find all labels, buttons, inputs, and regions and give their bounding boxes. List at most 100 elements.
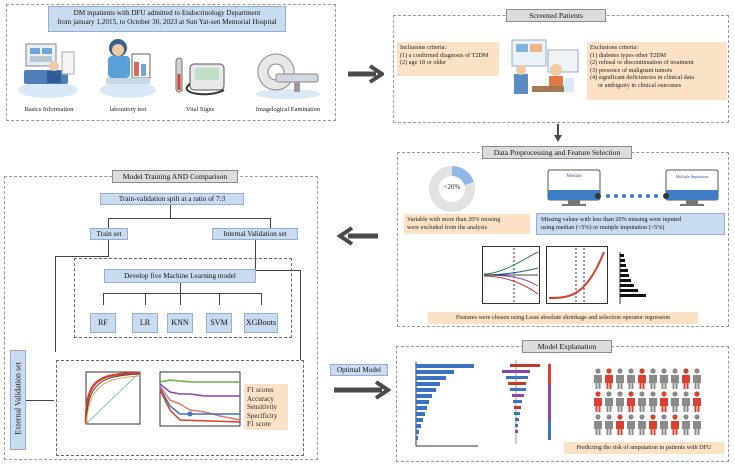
model-svm: SVM (206, 313, 232, 333)
model-xgboost: XGBoots (244, 313, 278, 333)
prediction-note: Predicting the risk of amputation in pat… (564, 442, 724, 454)
patient-figure-at-risk (627, 391, 635, 412)
note2-line1: Missing values with less than 20% missin… (541, 216, 682, 223)
patient-figure (693, 368, 701, 389)
exclusion-item: (4) significant deficiencies in clinical… (590, 74, 694, 82)
model-training-title: Model Training AND Comparison (112, 170, 238, 183)
label-imaging-examination: Imagelogical Eamination (255, 106, 321, 113)
median-monitor-label: Median (566, 174, 582, 179)
metric-sensitivity: Sensitivity (247, 403, 277, 412)
patient-risk-figures (594, 368, 701, 435)
imputation-monitor (665, 169, 719, 206)
donut-label: <20% (443, 183, 461, 191)
note2-line2: using median (<5%) or mutiple imputation… (541, 224, 665, 231)
patient-figure (693, 414, 701, 435)
arrow-right-bottom (334, 380, 392, 400)
model-knn: KNN (167, 313, 193, 333)
exclusion-item: or ambiguity in clinical outcomes (598, 81, 682, 89)
shap-beeswarm-plot (502, 360, 551, 444)
screening-illustration (511, 39, 579, 94)
cohort-title-line1: DM inpatients with DFU admitted to Endoc… (73, 9, 261, 17)
patient-figure-at-risk (616, 414, 624, 435)
patient-figure-at-risk (693, 391, 701, 412)
patient-figure-at-risk (671, 414, 679, 435)
patient-figure (649, 368, 657, 389)
split-box: Train-validation spilt at a ratio of 7:3 (100, 193, 244, 205)
patient-figure (605, 391, 613, 412)
arrow-down (554, 124, 562, 142)
patient-figure-at-risk (649, 414, 657, 435)
missing-exclusion-note: Variable with more than 20% missing were… (404, 214, 530, 234)
patient-figure (594, 414, 602, 435)
patient-figure (660, 368, 668, 389)
inclusion-title: Inclusions criteria: (400, 44, 447, 51)
feature-importance-plot (619, 252, 646, 304)
note1-line2: were excluded from the analysis (407, 223, 488, 231)
train-set-box: Train set (90, 228, 128, 240)
patient-figure (638, 391, 646, 412)
data-source-panel (6, 4, 336, 121)
label-vital-signs: Vital Signs (185, 106, 215, 113)
imaging-illustration (256, 53, 320, 99)
metric-accuracy: Accuracy (247, 394, 274, 403)
metrics-legend: F1 scores Accuracy Sensitivity Specifici… (244, 384, 288, 430)
ml-models-panel (74, 258, 292, 338)
arrow-left-middle (336, 226, 378, 246)
patient-figure-at-risk (638, 368, 646, 389)
patient-figure (638, 414, 646, 435)
exclusion-item: (3) presence of malignant tumors (590, 66, 673, 74)
cohort-title-line2: from january 1,2015, to October 30, 2023… (57, 18, 277, 26)
note1-line1: Variable with more than 20% missing (407, 216, 501, 223)
missing-rate-donut (429, 166, 475, 212)
patient-figure (594, 368, 602, 389)
arrow-right-top (348, 64, 384, 84)
metric-specificity: Specificity (247, 411, 278, 420)
patient-figure (660, 414, 668, 435)
basics-information-illustration (18, 43, 78, 98)
model-rf: RF (90, 313, 116, 333)
laboratory-test-illustration (100, 39, 156, 98)
performance-metrics-plot (159, 371, 241, 427)
model-explanation-title: Model Explanation (522, 340, 612, 353)
external-validation-label: External Validation set (13, 362, 23, 435)
cohort-title-box: DM inpatients with DFU admitted to Endoc… (48, 6, 286, 32)
patient-figure-at-risk (660, 391, 668, 412)
patient-figure (671, 368, 679, 389)
imputation-monitor-label: Multiple Imputation (675, 174, 709, 179)
patient-figure (605, 414, 613, 435)
label-laboratory-test: laboratory test (109, 106, 147, 113)
internal-validation-box: Internal Validation set (212, 228, 298, 240)
exclusion-criteria-box: Exclusions criteria: (1) diabetes types … (587, 42, 727, 100)
roc-curve-plot (84, 371, 141, 425)
preprocessing-title: Data Preprocessing and Feature Selection (482, 146, 632, 159)
develop-models-box: Develop five Machine Learning model (104, 269, 256, 283)
patient-figure (671, 391, 679, 412)
label-basics-information: Basics Information (24, 106, 74, 113)
patient-figure-at-risk (682, 368, 690, 389)
lasso-cv-plot (546, 246, 608, 304)
imputation-note: Missing values with less than 20% missin… (536, 213, 725, 235)
patient-figure (627, 368, 635, 389)
exclusion-title: Exclusions criteria: (590, 44, 638, 51)
inclusion-item: (2) age 18 or older (400, 59, 447, 67)
exclusion-item: (1) diabetes types other T2DM (590, 51, 667, 59)
external-validation-box (10, 350, 26, 450)
lasso-coefficient-plot (482, 246, 540, 304)
median-monitor (547, 169, 601, 206)
lasso-note: Features were chosen using Least absolut… (428, 312, 698, 324)
dots-connector (595, 193, 669, 199)
vital-signs-illustration (175, 57, 225, 96)
shap-bar-plot (415, 362, 478, 447)
patient-figure (627, 414, 635, 435)
optimal-model-box: Optimal Model (330, 364, 388, 376)
metric-f1-scores: F1 scores (247, 386, 274, 394)
exclusion-item: (2) refusal or discontinuation of treatm… (590, 59, 694, 67)
screened-patients-title: Screened Patients (506, 9, 606, 22)
patient-figure-at-risk (594, 391, 602, 412)
inclusion-item: (1) a confirmed diagnosis of T2DM (400, 51, 489, 59)
inclusion-criteria-box: Inclusions criteria: (1) a confirmed dia… (397, 42, 499, 76)
patient-figure-at-risk (605, 368, 613, 389)
patient-figure (649, 391, 657, 412)
patient-figure (682, 391, 690, 412)
evaluation-panel (56, 360, 304, 456)
